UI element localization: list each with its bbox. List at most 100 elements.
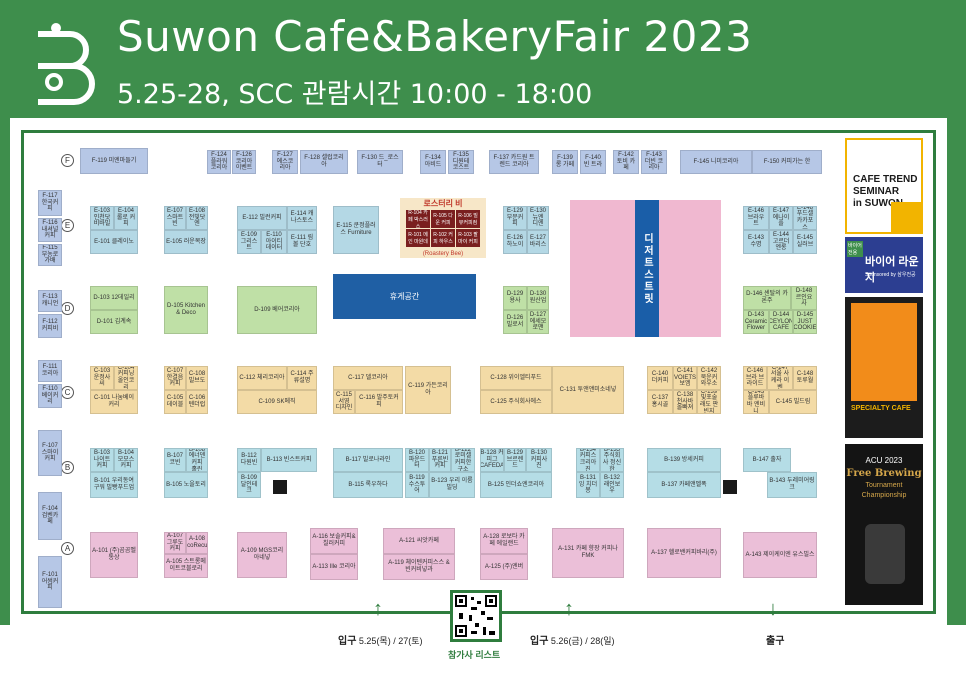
booth[interactable]: B-103 나이트커피	[90, 448, 114, 472]
booth[interactable]: B-128 커피그 CAFEDA	[480, 448, 504, 472]
roastery-booth[interactable]: R-106 빌뷰커피컴	[456, 210, 480, 228]
booth[interactable]: B-105 노을토리	[164, 472, 208, 498]
booth[interactable]: C-106 텐더럽	[186, 390, 208, 414]
booth[interactable]: B-130 커피사진	[526, 448, 552, 472]
booth[interactable]: C-142 북운커 와우소	[697, 366, 721, 390]
booth[interactable]: C-148 토루월	[793, 366, 817, 390]
booth[interactable]: C-112 체리코리아	[237, 366, 287, 390]
booth[interactable]: F-134 아비드	[420, 150, 446, 174]
booth[interactable]: F-117 한국커피	[38, 190, 62, 216]
booth[interactable]: A-107 그루도커피	[164, 532, 186, 554]
booth[interactable]: D-129 용사	[503, 286, 527, 310]
booth[interactable]: B-129 브르렌드	[504, 448, 526, 472]
booth[interactable]: C-147 서울 사케라 이벤	[767, 366, 793, 390]
booth[interactable]: B-122 로미셀 커피한구소	[451, 448, 475, 472]
booth[interactable]: E-146 브라우트	[743, 206, 769, 230]
roastery-booth[interactable]: R-102 커피 하우스	[431, 229, 455, 247]
booth[interactable]: F-127 에스코리아	[272, 150, 298, 174]
booth[interactable]: E-145 실러브	[793, 230, 817, 254]
booth[interactable]: A-109 MGS코리아네넣	[237, 532, 287, 578]
booth[interactable]: E-107 스마트빈	[164, 206, 186, 230]
booth[interactable]: D-126 빌로서	[503, 310, 527, 334]
booth[interactable]: F-140 빈 트라	[580, 150, 606, 174]
booth[interactable]: C-140 더커피	[647, 366, 673, 390]
booth[interactable]: E-144 고르더 엔롱	[769, 230, 793, 254]
booth[interactable]: F-110 베이커리	[38, 384, 62, 408]
booth[interactable]: E-101 클레이노	[90, 230, 138, 254]
booth[interactable]: D-109 베어코리아	[237, 286, 317, 334]
booth[interactable]: B-125 인더쇼엔코리아	[480, 472, 552, 498]
booth[interactable]: B-135 주식회사 정신한	[600, 448, 624, 472]
booth[interactable]: B-104 모모스커피	[114, 448, 138, 472]
booth[interactable]: F-135 디원테 코스트	[448, 150, 474, 174]
booth[interactable]: D-144 CEYLON CAFE	[769, 310, 793, 334]
roastery-booth[interactable]: R-101 메인 마원데	[406, 229, 430, 247]
booth[interactable]: E-127 바리스	[527, 230, 549, 254]
booth[interactable]: B-131 잉 치더봉	[576, 472, 600, 498]
booth[interactable]: B-112 다원빈	[237, 448, 261, 472]
booth[interactable]: B-134 커피스 크리아진	[576, 448, 600, 472]
booth[interactable]: E-112 빌런커피	[237, 206, 287, 230]
booth[interactable]: E-126 하노이	[503, 230, 527, 254]
booth[interactable]: A-101 (주)곰곰벨통상	[90, 532, 138, 578]
qr-code[interactable]	[450, 590, 502, 642]
booth[interactable]: C-145 빌드림	[769, 390, 817, 414]
roastery-booth[interactable]: R-103 팔마이 커피	[456, 229, 480, 247]
booth[interactable]: F-101 어썸커피	[38, 556, 62, 608]
booth[interactable]: B-107 코빈	[164, 448, 186, 472]
booth[interactable]: D-101 김계속	[90, 310, 138, 334]
booth[interactable]: C-105 데이블	[164, 390, 186, 414]
booth[interactable]: C-125 주식회사에스	[480, 390, 552, 414]
booth[interactable]: F-128 셀럽코리아	[300, 150, 348, 174]
booth[interactable]: A-116 보솔커피&칠러커피	[310, 528, 358, 554]
booth[interactable]: C-131 투앤앤미소네넣	[552, 366, 624, 414]
booth[interactable]: C-108 빌브도	[186, 366, 208, 390]
booth[interactable]: C-128 위이엘티푸드	[480, 366, 552, 390]
booth[interactable]: F-104 검벤카페	[38, 492, 62, 540]
booth[interactable]: F-113 캐니언	[38, 290, 62, 312]
booth[interactable]: E-143 수명	[743, 230, 769, 254]
booth[interactable]: D-103 12데일리	[90, 286, 138, 310]
booth[interactable]: D-145 JUST COOKIE	[793, 310, 817, 334]
booth[interactable]: A-108 EcoRecup	[186, 532, 208, 554]
booth[interactable]: B-109 달인테크	[237, 472, 261, 498]
booth[interactable]: C-138 천사바 올빠져	[673, 390, 697, 414]
booth[interactable]: A-105 스트롱메이트코블로리	[164, 554, 208, 578]
booth[interactable]: C-146 브라 브라이드	[743, 366, 767, 390]
booth[interactable]: F-112 커피비	[38, 314, 62, 338]
booth[interactable]: B-119 수스투어	[405, 472, 429, 498]
booth[interactable]: F-111 코리아	[38, 360, 62, 382]
booth[interactable]: A-113 Ille 코리아	[310, 554, 358, 580]
booth[interactable]: B-147 출자	[743, 448, 791, 472]
booth[interactable]: C-141 VOIETS 보엠	[673, 366, 697, 390]
booth[interactable]: F-116 내셔널 커피	[38, 218, 62, 242]
booth[interactable]: D-105 Kitchen & Deco	[164, 286, 208, 334]
booth[interactable]: F-139 롱 가페	[552, 150, 578, 174]
booth[interactable]: C-104 커피닝 올인코리	[114, 366, 138, 390]
booth[interactable]: C-117 델코리아	[333, 366, 403, 390]
roastery-booth[interactable]: R-104 카페 박스러스	[406, 210, 430, 230]
booth[interactable]: E-129 부문커피	[503, 206, 527, 230]
booth[interactable]: F-142 토비 카페	[613, 150, 639, 174]
booth[interactable]: C-116 발주토커피	[355, 390, 403, 414]
booth[interactable]: A-128 로보타 카페 에일랜드	[480, 528, 528, 554]
booth[interactable]: B-123 우리 이룸 빌딩	[429, 472, 475, 498]
booth[interactable]: C-143 플루바바 엔비니	[743, 390, 769, 414]
booth[interactable]: E-114 캐나스토스	[287, 206, 317, 230]
booth[interactable]: E-110 아이티 데이터	[261, 230, 287, 254]
booth[interactable]: F-145 니미코리아	[680, 150, 752, 174]
booth[interactable]: A-137 헬로밴커피바리(주)	[647, 528, 721, 578]
booth[interactable]: D-148 르인요사	[791, 286, 817, 310]
booth[interactable]: C-101 나눔베이커리	[90, 390, 138, 414]
booth[interactable]: B-132 래인보우	[600, 472, 624, 498]
booth[interactable]: F-124 플라워 코리아	[207, 150, 231, 174]
booth[interactable]: B-115 록우하다	[333, 472, 403, 498]
booth[interactable]: C-114 주류설명	[287, 366, 317, 390]
booth[interactable]: E-103 인천닷 비바빌	[90, 206, 114, 230]
booth[interactable]: E-148 푸드셀 카카포스	[793, 206, 817, 230]
booth[interactable]: B-139 방세커피	[647, 448, 721, 472]
booth[interactable]: D-146 센탈의 카론주	[743, 286, 791, 310]
booth[interactable]: B-121 푸른빈 커피	[429, 448, 451, 472]
booth[interactable]: E-108 전빛닷엔	[186, 206, 208, 230]
booth[interactable]: C-139 빛포술래도 판빈지	[697, 390, 721, 414]
